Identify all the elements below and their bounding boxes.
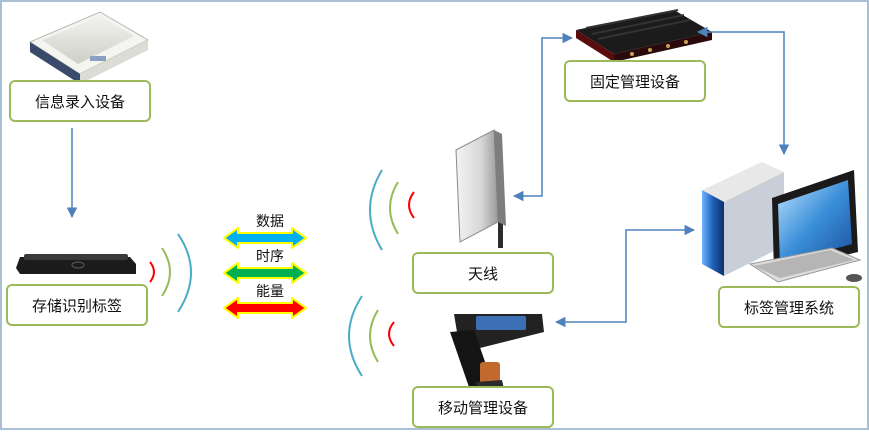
wave-blue <box>348 295 363 377</box>
connector-mobile-to-system <box>554 224 696 328</box>
node-info-entry-device: 信息录入设备 <box>9 80 151 122</box>
antenna-radio-waves <box>369 169 415 251</box>
wave-green <box>369 309 379 363</box>
wave-red <box>388 321 395 347</box>
node-fixed-manager: 固定管理设备 <box>564 60 706 102</box>
rfid-tag-icon <box>16 254 136 274</box>
connectors <box>66 26 790 328</box>
wave-red <box>149 261 155 283</box>
scanner-radio-waves <box>348 295 395 377</box>
handheld-scanner-icon <box>450 314 544 400</box>
signal-timing-arrow <box>223 262 307 284</box>
signal-data-label: 数据 <box>256 214 284 230</box>
tag-radio-waves <box>149 233 192 313</box>
node-storage-tag: 存储识别标签 <box>6 284 148 326</box>
rfid-reader-device-icon <box>28 11 150 84</box>
signal-legend: 数据 时序 能量 <box>223 214 307 319</box>
signal-energy-label: 能量 <box>256 284 284 300</box>
wave-green <box>389 181 399 235</box>
node-mobile-manager: 移动管理设备 <box>412 386 554 428</box>
computer-icon <box>702 162 862 283</box>
node-antenna: 天线 <box>412 252 554 294</box>
node-tag-system: 标签管理系统 <box>718 286 860 328</box>
connector-fixed-to-system <box>696 26 790 156</box>
fixed-reader-icon <box>576 9 712 62</box>
signal-energy-arrow <box>223 297 307 319</box>
connector-fixed-to-antenna <box>512 32 574 202</box>
wave-blue <box>177 233 192 313</box>
signal-data-arrow <box>223 227 307 249</box>
signal-timing-label: 时序 <box>256 249 284 265</box>
panel-antenna-icon <box>455 129 506 248</box>
wave-green <box>161 247 171 297</box>
wave-red <box>408 191 415 219</box>
wave-blue <box>369 169 383 251</box>
